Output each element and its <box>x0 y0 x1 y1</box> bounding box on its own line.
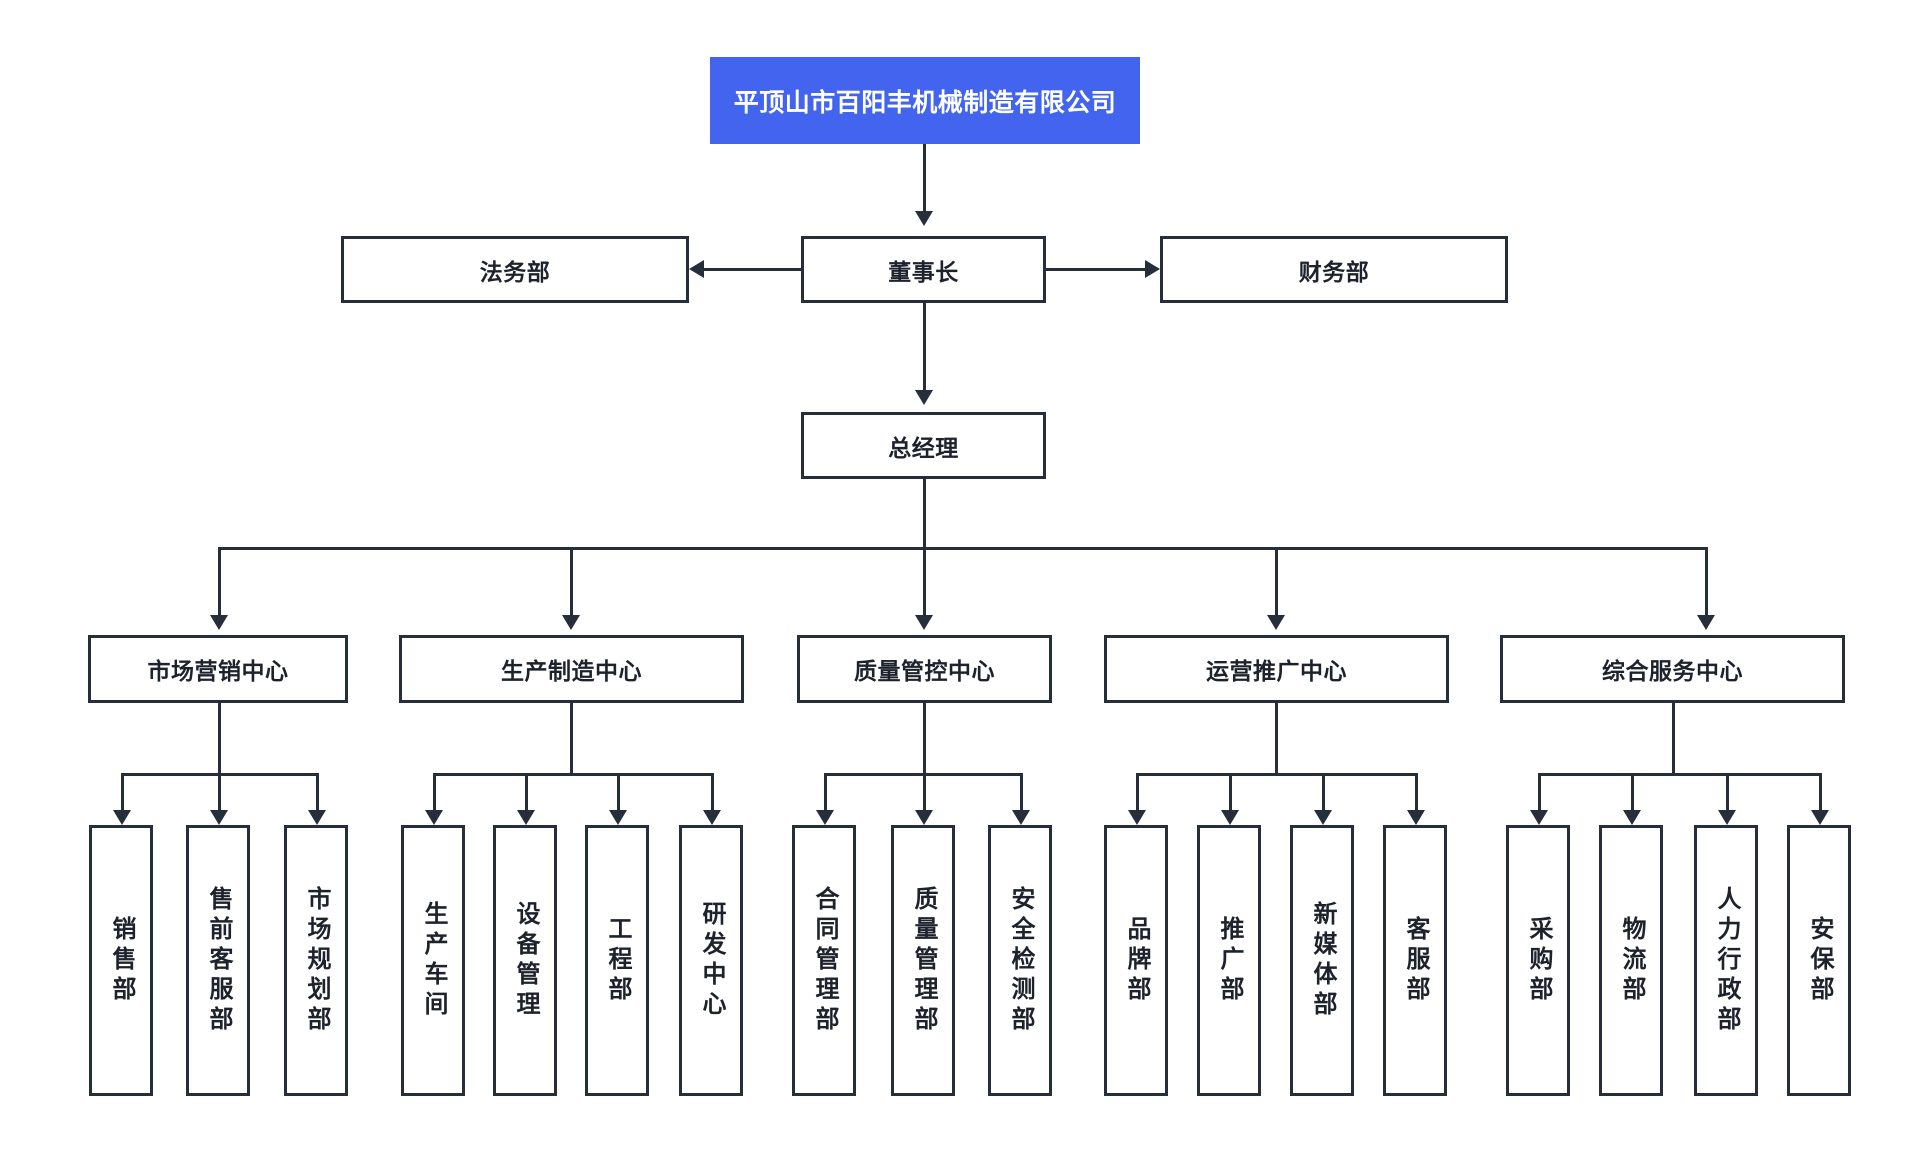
node-general-manager[interactable]: 总经理 <box>801 412 1046 479</box>
arrowhead-general-manager <box>915 390 933 405</box>
arrowhead-center-4 <box>1267 615 1285 630</box>
arrowhead-legal <box>689 260 704 278</box>
arrowhead-dept-3-2 <box>915 810 933 825</box>
node-dept-new-media[interactable]: 新媒体部 <box>1290 825 1354 1096</box>
connector-c4-drop-4 <box>1415 773 1418 810</box>
node-dept-sales[interactable]: 销售部 <box>89 825 153 1096</box>
arrowhead-dept-5-3 <box>1718 810 1736 825</box>
connector-c4-drop-1 <box>1136 773 1139 810</box>
connector-c3-drop-3 <box>1020 773 1023 810</box>
node-dept-engineering[interactable]: 工程部 <box>585 825 649 1096</box>
node-dept-procurement[interactable]: 采购部 <box>1506 825 1570 1096</box>
arrowhead-dept-4-1 <box>1128 810 1146 825</box>
connector-c4-drop-2 <box>1229 773 1232 810</box>
connector-bus-drop-1 <box>218 547 221 615</box>
arrowhead-dept-2-4 <box>703 810 721 825</box>
connector-c1-stem <box>218 703 221 773</box>
node-dept-quality-management[interactable]: 质量管理部 <box>891 825 955 1096</box>
arrowhead-dept-1-1 <box>113 810 131 825</box>
connector-c5-drop-3 <box>1726 773 1729 810</box>
arrowhead-center-5 <box>1697 615 1715 630</box>
connector-c3-drop-1 <box>824 773 827 810</box>
connector-c1-drop-2 <box>218 773 221 810</box>
connector-bus-drop-2 <box>570 547 573 615</box>
node-dept-logistics[interactable]: 物流部 <box>1599 825 1663 1096</box>
connector-c5-bar <box>1538 773 1819 776</box>
arrowhead-center-3 <box>915 615 933 630</box>
arrowhead-dept-4-4 <box>1407 810 1425 825</box>
connector-bus-drop-4 <box>1275 547 1278 615</box>
arrowhead-dept-4-3 <box>1314 810 1332 825</box>
node-finance-department[interactable]: 财务部 <box>1160 236 1508 303</box>
connector-c3-stem <box>923 703 926 773</box>
connector-c3-drop-2 <box>923 773 926 810</box>
arrowhead-dept-2-2 <box>517 810 535 825</box>
node-dept-rnd-center[interactable]: 研发中心 <box>679 825 743 1096</box>
arrowhead-center-2 <box>562 615 580 630</box>
connector-c2-bar <box>433 773 711 776</box>
connector-bus-drop-3 <box>923 547 926 615</box>
node-center-operations[interactable]: 运营推广中心 <box>1104 635 1449 703</box>
arrowhead-dept-3-3 <box>1012 810 1030 825</box>
node-legal-department[interactable]: 法务部 <box>341 236 689 303</box>
connector-c1-drop-1 <box>121 773 124 810</box>
arrowhead-dept-5-2 <box>1623 810 1641 825</box>
node-dept-customer-service[interactable]: 客服部 <box>1383 825 1447 1096</box>
node-company-root[interactable]: 平顶山市百阳丰机械制造有限公司 <box>710 57 1140 144</box>
arrowhead-dept-1-3 <box>308 810 326 825</box>
node-dept-workshop[interactable]: 生产车间 <box>401 825 465 1096</box>
arrowhead-center-1 <box>210 615 228 630</box>
node-dept-contract-management[interactable]: 合同管理部 <box>792 825 856 1096</box>
node-center-service[interactable]: 综合服务中心 <box>1500 635 1845 703</box>
node-dept-security[interactable]: 安保部 <box>1787 825 1851 1096</box>
connector-c2-drop-4 <box>711 773 714 810</box>
arrowhead-dept-3-1 <box>816 810 834 825</box>
connector-chairman-to-legal <box>704 268 804 271</box>
node-center-quality[interactable]: 质量管控中心 <box>797 635 1052 703</box>
node-dept-promotion[interactable]: 推广部 <box>1197 825 1261 1096</box>
node-dept-brand[interactable]: 品牌部 <box>1104 825 1168 1096</box>
connector-c4-stem <box>1275 703 1278 773</box>
node-dept-market-planning[interactable]: 市场规划部 <box>284 825 348 1096</box>
arrowhead-dept-2-3 <box>609 810 627 825</box>
connector-c1-drop-3 <box>316 773 319 810</box>
node-dept-presales-service[interactable]: 售前客服部 <box>186 825 250 1096</box>
arrowhead-dept-2-1 <box>425 810 443 825</box>
connector-c5-drop-1 <box>1538 773 1541 810</box>
node-center-market[interactable]: 市场营销中心 <box>88 635 348 703</box>
arrowhead-dept-5-4 <box>1811 810 1829 825</box>
connector-c5-drop-2 <box>1631 773 1634 810</box>
arrowhead-finance <box>1145 260 1160 278</box>
connector-c4-drop-3 <box>1322 773 1325 810</box>
connector-c2-drop-1 <box>433 773 436 810</box>
connector-c5-stem <box>1672 703 1675 773</box>
node-center-production[interactable]: 生产制造中心 <box>399 635 744 703</box>
connector-gm-to-bus <box>923 479 926 547</box>
connector-c5-drop-4 <box>1819 773 1822 810</box>
arrowhead-dept-4-2 <box>1221 810 1239 825</box>
connector-center-bus <box>218 547 1705 550</box>
node-dept-safety-inspection[interactable]: 安全检测部 <box>988 825 1052 1096</box>
arrowhead-chairman <box>915 211 933 226</box>
arrowhead-dept-1-2 <box>210 810 228 825</box>
arrowhead-dept-5-1 <box>1530 810 1548 825</box>
connector-c2-drop-3 <box>617 773 620 810</box>
connector-root-to-chairman <box>923 144 926 211</box>
connector-c2-drop-2 <box>525 773 528 810</box>
connector-bus-drop-5 <box>1705 547 1708 615</box>
connector-c4-bar <box>1136 773 1415 776</box>
node-chairman[interactable]: 董事长 <box>801 236 1046 303</box>
node-dept-hr-admin[interactable]: 人力行政部 <box>1694 825 1758 1096</box>
node-dept-equipment-management[interactable]: 设备管理 <box>493 825 557 1096</box>
connector-chairman-to-gm <box>923 303 926 390</box>
connector-c2-stem <box>570 703 573 773</box>
connector-chairman-to-finance <box>1043 268 1145 271</box>
